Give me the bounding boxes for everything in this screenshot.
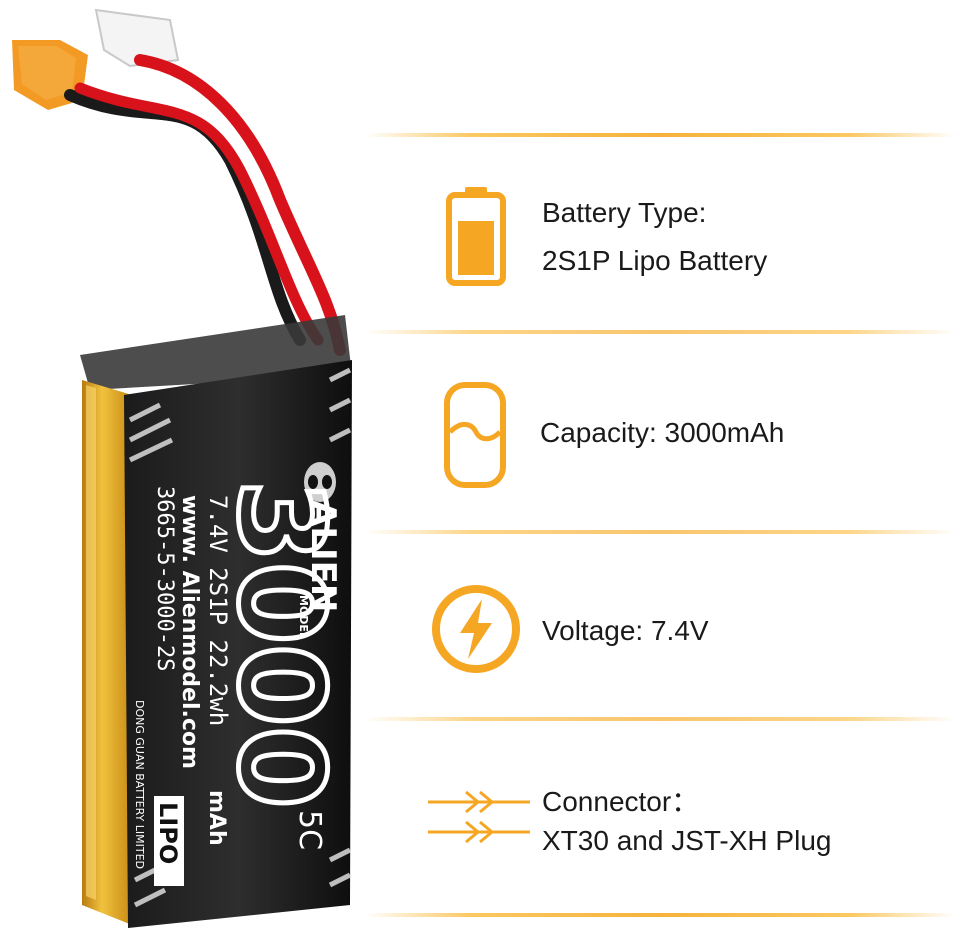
battery-photo: 3000 ALIEN MODEL 7.4V 2S1P 22.2wh www. A… [12, 8, 353, 928]
battery-type-label: Battery Type: [542, 197, 707, 228]
brand-sub-text: MODEL [297, 595, 310, 639]
divider-5 [365, 913, 955, 917]
capacity-big-text: 3000 [212, 480, 350, 808]
connector-value: XT30 and JST-XH Plug [542, 825, 832, 856]
divider-3 [365, 530, 955, 534]
battery-type-value: 2S1P Lipo Battery [542, 245, 768, 276]
lightning-icon [432, 585, 520, 673]
voltage-text: Voltage: 7.4V [542, 615, 709, 646]
capacity-icon [444, 382, 506, 488]
divider-2 [365, 330, 955, 334]
connector-label: Connector： [542, 786, 700, 817]
divider-1 [365, 133, 955, 137]
brand-text: ALIEN [303, 500, 343, 612]
website-text: www. Alienmodel.com [177, 495, 202, 769]
unit-text: mAh [204, 790, 229, 846]
battery-icon [446, 187, 506, 286]
maker-text: DONG GUAN BATTERY LIMITED [133, 700, 146, 869]
specs-line-text: 7.4V 2S1P 22.2wh [204, 495, 232, 726]
double-arrow-icon [428, 790, 530, 844]
model-code-text: 3665-5-3000-2S [152, 486, 177, 671]
divider-4 [365, 717, 955, 721]
lipo-text: LIPO [154, 802, 182, 864]
alien-logo [304, 462, 336, 502]
c-rating-text: 5C [292, 810, 327, 850]
capacity-text: Capacity: 3000mAh [540, 417, 785, 448]
